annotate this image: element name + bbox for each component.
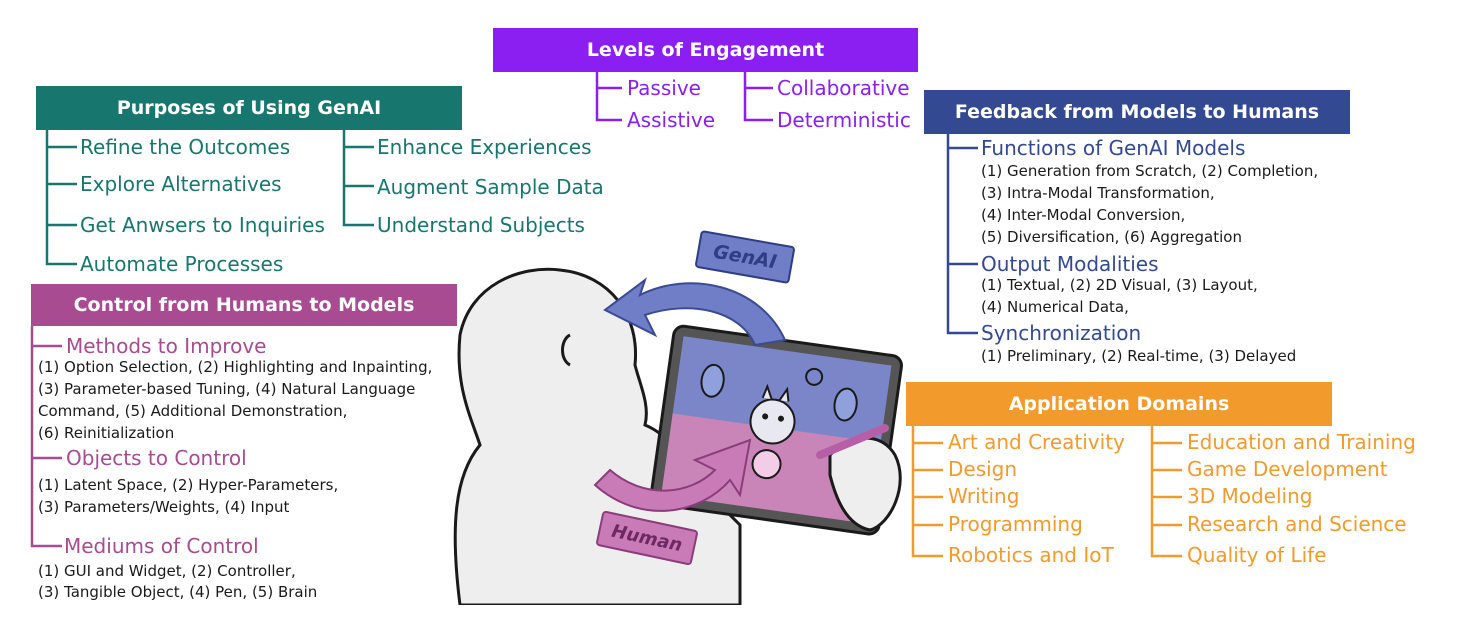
- sun-icon: [805, 367, 824, 386]
- stylus-pen-icon: [816, 424, 889, 459]
- application-item: Research and Science: [1187, 512, 1407, 536]
- application-item: Education and Training: [1187, 430, 1416, 454]
- control-line: Command, (5) Additional Demonstration,: [38, 402, 348, 420]
- application-item: Writing: [948, 484, 1020, 508]
- application-item: Design: [948, 457, 1018, 481]
- feedback-section-label: Functions of GenAI Models: [981, 136, 1246, 160]
- control-line: (3) Parameters/Weights, (4) Input: [38, 498, 290, 516]
- control-line: (1) GUI and Widget, (2) Controller,: [38, 562, 296, 580]
- purpose-item: Refine the Outcomes: [80, 135, 291, 159]
- human-tag-label: Human: [609, 520, 685, 556]
- purpose-item: Enhance Experiences: [377, 135, 592, 159]
- purpose-item: Augment Sample Data: [377, 175, 604, 199]
- feedback-line: (5) Diversification, (6) Aggregation: [981, 228, 1242, 246]
- application-item: Quality of Life: [1187, 543, 1327, 567]
- engagement-item: Passive: [627, 76, 701, 100]
- application-header: Application Domains: [906, 382, 1332, 426]
- engagement-header: Levels of Engagement: [493, 28, 918, 72]
- application-item: Game Development: [1187, 457, 1388, 481]
- genai-arrow-icon: [603, 277, 787, 347]
- tree-icon: [700, 363, 725, 398]
- human-tablet-illustration: [453, 267, 903, 605]
- purpose-item: Understand Subjects: [377, 213, 585, 237]
- purpose-item: Explore Alternatives: [80, 172, 282, 196]
- application-item: Programming: [948, 512, 1083, 536]
- control-line: (3) Tangible Object, (4) Pen, (5) Brain: [38, 583, 318, 601]
- control-header: Control from Humans to Models: [31, 284, 457, 326]
- feedback-line: (4) Numerical Data,: [981, 298, 1129, 316]
- tree-icon: [833, 387, 858, 422]
- purposes-header: Purposes of Using GenAI: [36, 86, 462, 130]
- control-section-label: Methods to Improve: [66, 334, 267, 358]
- control-line: (6) Reinitialization: [38, 424, 175, 442]
- application-item: Art and Creativity: [948, 430, 1125, 454]
- person-silhouette: [453, 267, 742, 605]
- feedback-line: (3) Intra-Modal Transformation,: [981, 184, 1215, 202]
- feedback-header: Feedback from Models to Humans: [924, 90, 1350, 134]
- purpose-item: Automate Processes: [80, 252, 284, 276]
- feedback-section-label: Output Modalities: [981, 252, 1159, 276]
- control-section-label: Objects to Control: [66, 446, 247, 470]
- control-section-label: Mediums of Control: [64, 534, 259, 558]
- control-line: (1) Latent Space, (2) Hyper-Parameters,: [38, 476, 339, 494]
- control-line: (3) Parameter-based Tuning, (4) Natural …: [38, 380, 416, 398]
- robot-character-icon: [749, 398, 796, 445]
- engagement-item: Assistive: [627, 108, 716, 132]
- purpose-item: Get Anwsers to Inquiries: [80, 213, 325, 237]
- feedback-section-label: Synchronization: [981, 321, 1142, 345]
- feedback-line: (4) Inter-Modal Conversion,: [981, 206, 1186, 224]
- application-item: Robotics and IoT: [948, 543, 1114, 567]
- engagement-item: Collaborative: [777, 76, 910, 100]
- feedback-line: (1) Preliminary, (2) Real-time, (3) Dela…: [981, 347, 1297, 365]
- genai-tag-label: GenAI: [711, 240, 779, 274]
- control-line: (1) Option Selection, (2) Highlighting a…: [38, 358, 433, 376]
- feedback-line: (1) Generation from Scratch, (2) Complet…: [981, 162, 1319, 180]
- application-item: 3D Modeling: [1187, 484, 1313, 508]
- engagement-item: Deterministic: [777, 108, 911, 132]
- feedback-line: (1) Textual, (2) 2D Visual, (3) Layout,: [981, 276, 1258, 294]
- human-arrow-icon: [593, 438, 752, 512]
